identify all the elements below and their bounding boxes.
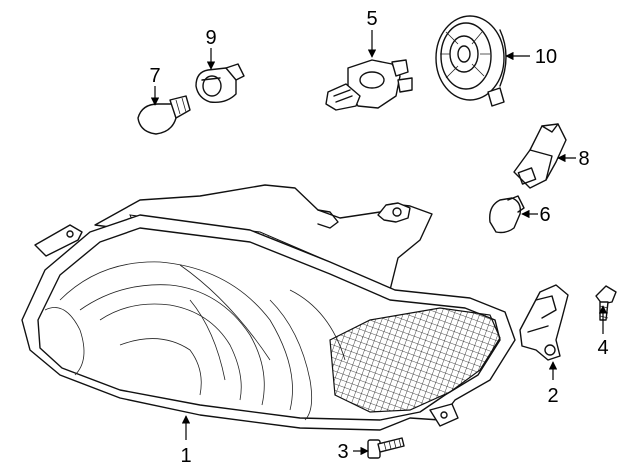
callout-8: 8 [578, 148, 589, 170]
callout-6: 6 [539, 204, 550, 226]
bulb-part-7 [137, 95, 191, 135]
leader-lines [150, 30, 608, 456]
callout-4: 4 [597, 337, 608, 359]
callout-labels: 1 2 3 4 5 6 7 8 9 10 [149, 8, 608, 467]
callout-9: 9 [205, 27, 216, 49]
bolt-part-4 [595, 285, 617, 321]
callout-3: 3 [337, 441, 348, 463]
halogen-bulb-part-5 [325, 59, 413, 111]
callout-10: 10 [535, 46, 557, 68]
headlamp-assembly [21, 184, 516, 431]
bulb-socket-part-9 [195, 63, 245, 104]
callout-2: 2 [547, 385, 558, 407]
bulb-socket-part-8 [513, 123, 567, 189]
screw-part-3 [367, 437, 405, 459]
dust-cover-part-10 [435, 15, 507, 107]
callout-1: 1 [180, 445, 191, 467]
wedge-bulb-part-6 [489, 195, 525, 234]
callout-5: 5 [366, 8, 377, 30]
adjuster-bracket [519, 284, 569, 361]
callout-7: 7 [149, 65, 160, 87]
